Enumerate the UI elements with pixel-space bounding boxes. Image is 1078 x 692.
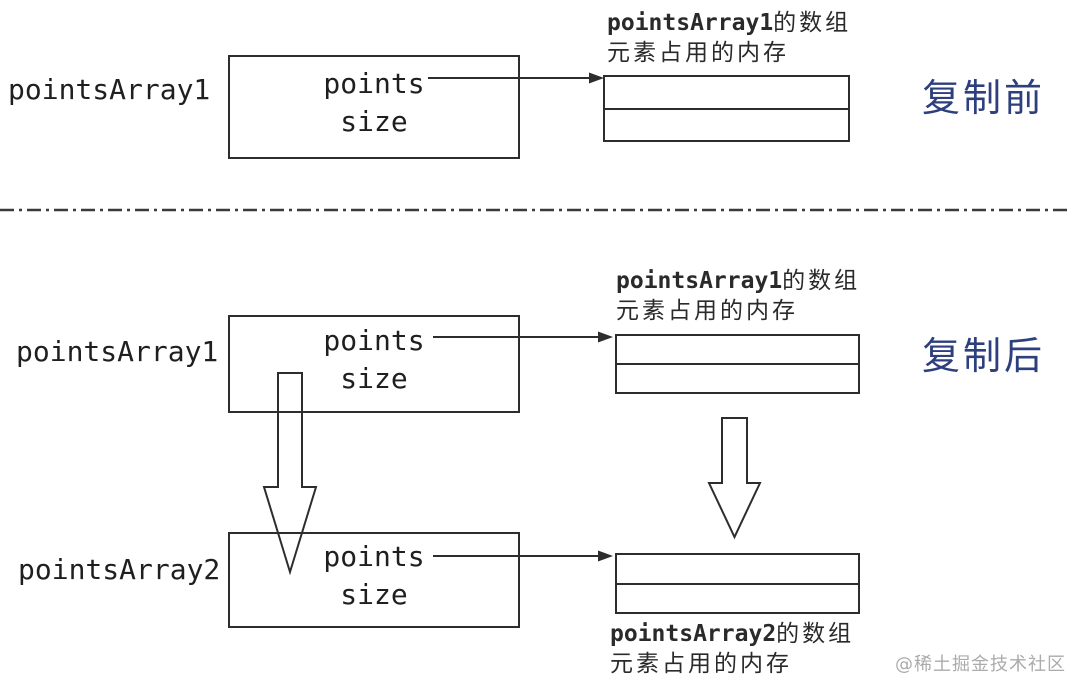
memory-title-suffix: 的数组 — [782, 268, 861, 294]
field-points: points — [323, 540, 425, 573]
memory-box-after-2 — [615, 553, 860, 614]
variable-label-before: pointsArray1 — [8, 73, 211, 106]
memory-title-before: pointsArray1的数组 元素占用的内存 — [607, 8, 851, 68]
memory-title-line2: 元素占用的内存 — [616, 298, 798, 324]
field-points: points — [323, 324, 425, 357]
memory-title-code: pointsArray2 — [610, 621, 777, 647]
copy-arrow-memory — [707, 417, 762, 540]
memory-title-code: pointsArray1 — [607, 10, 774, 36]
memory-title-line2: 元素占用的内存 — [610, 651, 792, 677]
watermark: @稀土掘金技术社区 — [895, 654, 1066, 675]
memory-title-code: pointsArray1 — [616, 268, 783, 294]
memory-cell — [617, 336, 858, 365]
memory-title-suffix: 的数组 — [776, 621, 855, 647]
memory-cell — [617, 555, 858, 585]
memory-cell — [617, 585, 858, 613]
variable-label-after-2: pointsArray2 — [18, 553, 221, 586]
field-size: size — [340, 105, 408, 138]
memory-cell — [617, 365, 858, 392]
field-points: points — [323, 67, 425, 100]
stage-label-before: 复制前 — [922, 76, 1046, 120]
field-size: size — [340, 578, 408, 611]
memory-box-after-1 — [615, 334, 860, 394]
memory-box-before — [603, 75, 850, 142]
memory-title-after-1: pointsArray1的数组 元素占用的内存 — [616, 266, 860, 326]
memory-title-suffix: 的数组 — [773, 10, 852, 36]
memory-cell — [605, 110, 848, 141]
record-box-after-1: points size — [228, 315, 520, 413]
memory-title-after-2: pointsArray2的数组 元素占用的内存 — [610, 619, 854, 679]
memory-title-line2: 元素占用的内存 — [607, 40, 789, 66]
memory-cell — [605, 77, 848, 110]
variable-label-after-1: pointsArray1 — [16, 335, 219, 368]
stage-label-after: 复制后 — [922, 334, 1046, 378]
record-box-after-2: points size — [228, 532, 520, 628]
field-size: size — [340, 362, 408, 395]
record-box-before: points size — [228, 55, 520, 159]
